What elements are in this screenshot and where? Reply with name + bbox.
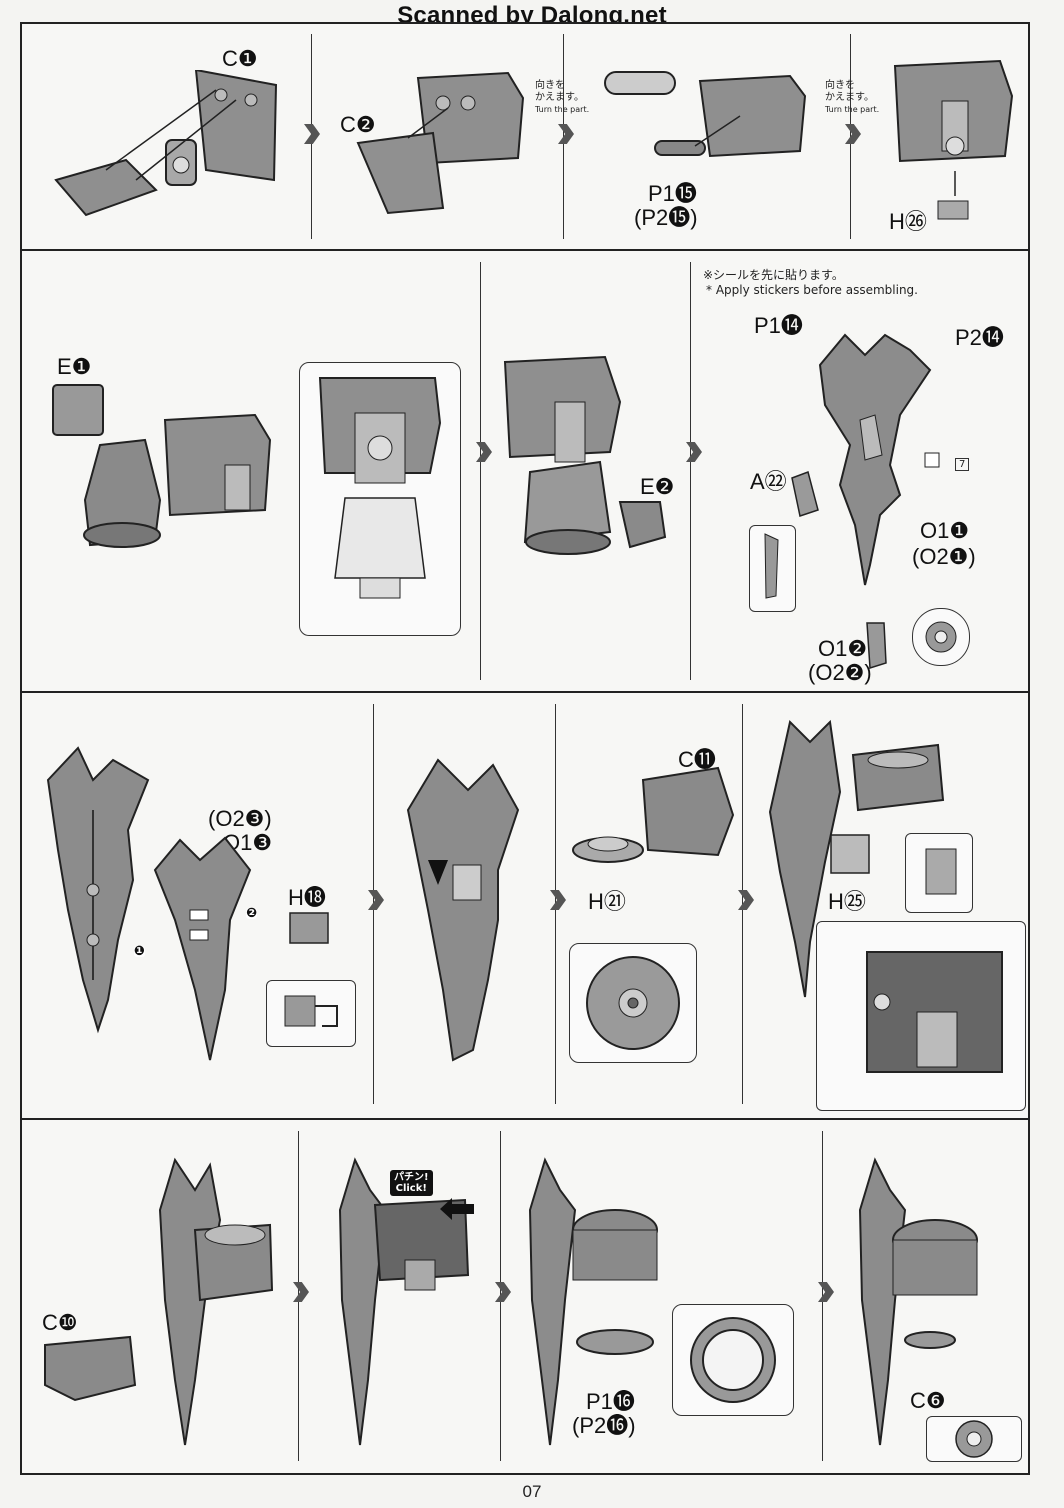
ring-detail-inset [672, 1304, 794, 1416]
block-part [830, 834, 870, 874]
turn-note: 向きをかえます。 Turn the part. [825, 80, 880, 114]
cover-part-illustration [44, 1335, 137, 1402]
fin-outer-illustration [153, 836, 252, 1061]
assembly-detail-inset [816, 921, 1026, 1111]
detail-inset [299, 362, 461, 636]
fin-assembled-illustration [406, 758, 520, 1062]
head-turned-illustration [893, 59, 1014, 220]
next-step-arrow [738, 890, 754, 910]
next-step-arrow [368, 890, 384, 910]
part-label: (P2⓰) [572, 1413, 636, 1438]
next-step-arrow [818, 1282, 834, 1302]
turn-note: 向きをかえます。 Turn the part. [535, 80, 590, 114]
part-label: O1❶ [920, 518, 970, 543]
fin-part-illustration [818, 333, 940, 586]
fin-click-illustration [338, 1157, 470, 1446]
sticker-detail-inset [749, 525, 796, 612]
part-label: H㉕ [828, 889, 866, 914]
part-label: A㉒ [750, 469, 787, 494]
sticker-note-jp: ※シールを先に貼ります。 [703, 268, 844, 282]
part-label: P2⓮ [955, 325, 1004, 350]
step-marker: ❶ [134, 944, 146, 959]
part-label: O1❷ [818, 636, 868, 661]
part-label: C⓫ [678, 747, 716, 772]
part-label: C❶ [222, 46, 258, 71]
step-marker: ❷ [246, 906, 258, 921]
part-label: C❷ [340, 112, 376, 137]
part-label: C❻ [910, 1388, 946, 1413]
block-detail-inset [905, 833, 973, 913]
collar-detail-inset [569, 943, 697, 1063]
head-part-illustration [356, 71, 525, 215]
next-step-arrow [495, 1282, 511, 1302]
fin-with-collar-illustration [158, 1157, 274, 1446]
head-part-illustration [54, 70, 278, 217]
collar-part-illustration [851, 743, 945, 812]
part-label: P1⓰ [586, 1389, 635, 1414]
next-step-arrow [686, 442, 702, 462]
clip-part [289, 912, 329, 944]
ring-part-illustration [604, 71, 807, 158]
row-separator [20, 249, 1030, 251]
next-step-arrow [558, 124, 574, 144]
next-step-arrow [550, 890, 566, 910]
fin-final-illustration [858, 1157, 978, 1446]
clip-detail-inset [266, 980, 356, 1047]
row-separator [20, 691, 1030, 693]
sticker-part [791, 471, 819, 517]
row-separator [20, 1118, 1030, 1120]
click-badge: パチン!Click! [390, 1170, 433, 1196]
next-step-arrow [293, 1282, 309, 1302]
head-neck-illustration [503, 355, 667, 555]
part-label: E❷ [640, 474, 675, 499]
peg-detail-inset [912, 608, 970, 666]
part-label: C❿ [42, 1310, 78, 1335]
neck-part-illustration [52, 384, 272, 548]
next-step-arrow [845, 124, 861, 144]
fin-ring-illustration [528, 1157, 658, 1446]
part-label: (P2⓯) [634, 205, 698, 230]
next-step-arrow [476, 442, 492, 462]
step-divider [480, 262, 481, 680]
cap-detail-inset [926, 1416, 1022, 1462]
part-label: P1⓯ [648, 181, 697, 206]
page-number: 07 [522, 1482, 542, 1501]
collar-part-illustration [572, 766, 735, 863]
part-label: (O2❷) [808, 660, 872, 685]
part-label: H⓲ [288, 885, 326, 910]
part-label: P1⓮ [754, 313, 803, 338]
sticker-number: 7 [955, 458, 970, 471]
part-label: H㉖ [889, 209, 927, 234]
part-label: H㉑ [588, 889, 626, 914]
fin-inner-illustration [46, 746, 150, 1034]
part-label: E❶ [57, 354, 92, 379]
step-divider [690, 262, 691, 680]
fin-side-illustration [768, 719, 842, 998]
part-label: (O2❶) [912, 544, 976, 569]
next-step-arrow [304, 124, 320, 144]
part-label: (O2❸) [208, 806, 272, 831]
peg-part [866, 622, 887, 669]
push-arrow-icon [440, 1198, 474, 1220]
sticker-note-en: * Apply stickers before assembling. [706, 283, 918, 297]
